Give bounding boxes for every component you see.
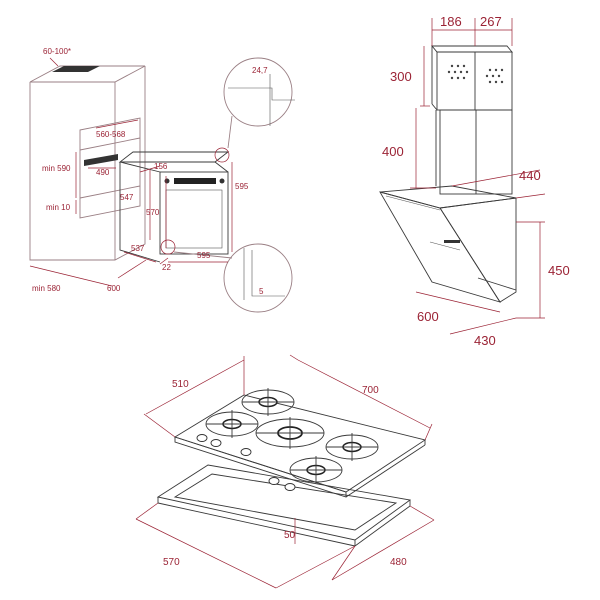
chimney-vent-pattern: [447, 64, 504, 84]
dim-min-580: min 580: [32, 284, 61, 293]
oven-control-panel: [174, 178, 216, 184]
detail-marker-bottom: [160, 239, 176, 255]
dim-22: 22: [162, 263, 171, 272]
niche-shelf: [84, 154, 118, 166]
hood-dim-450: 450: [548, 263, 570, 278]
hob-dim-50: 50: [284, 530, 296, 541]
detail-marker-top: [214, 147, 230, 163]
hob-dim-480: 480: [390, 557, 407, 568]
oven-front: [159, 171, 229, 255]
dim-min-590: min 590: [42, 164, 71, 173]
hood-side: [439, 197, 517, 303]
dim-537: 537: [131, 244, 145, 253]
oven-knob-icon: [164, 178, 170, 184]
hob-drawing: 510 700 50 570 480: [135, 354, 435, 589]
dim-595-side: 595: [235, 182, 249, 191]
hob-knob-icon: [196, 434, 208, 442]
chimney-top: [431, 45, 513, 53]
hood-control-strip: [444, 240, 460, 243]
chimney-upper: [436, 51, 513, 111]
dim-156: 156: [154, 162, 168, 171]
oven-door: [165, 189, 223, 249]
cutout-inner: [173, 473, 398, 531]
hob-dim-570: 570: [163, 557, 180, 568]
hob-burner-back-left: [241, 388, 295, 416]
hob-burner-front: [289, 456, 343, 484]
oven-installation-drawing: 60-100* 560-568 min 590 490 min 10 547 5…: [29, 47, 295, 313]
hood-dim-440: 440: [519, 168, 541, 183]
vent-slot: [52, 66, 100, 72]
cutout-outer: [156, 464, 412, 541]
detail-circle-bottom: [223, 243, 293, 313]
oven-knob-icon: [219, 178, 225, 184]
dim-595-bottom: 595: [197, 251, 211, 260]
hob-knob-icon: [284, 483, 296, 491]
oven-top: [118, 151, 230, 163]
hood-dim-430: 430: [474, 333, 496, 348]
detail-circle-top: [223, 57, 293, 127]
dim-detail-top: 24,7: [252, 66, 268, 75]
hood-dim-267: 267: [480, 14, 502, 29]
hood-dim-300: 300: [390, 69, 412, 84]
dim-min-10: min 10: [46, 203, 71, 212]
dim-600: 600: [107, 284, 121, 293]
hob-dim-510: 510: [172, 379, 189, 390]
hob-dim-700: 700: [362, 385, 379, 396]
hob-burner-right: [325, 433, 379, 461]
hood-drawing: 186 267 300 400 440 450 600 430: [379, 14, 570, 348]
hood-dim-400: 400: [382, 144, 404, 159]
oven-niche: [79, 117, 141, 219]
dim-570: 570: [146, 208, 160, 217]
hob-burner-center: [255, 417, 325, 449]
hob-burner-left: [205, 410, 259, 438]
hood-dim-186: 186: [440, 14, 462, 29]
hob-knob-icon: [268, 477, 280, 485]
hob-knob-icon: [210, 439, 222, 447]
dim-547: 547: [120, 193, 134, 202]
dim-niche-width: 560-568: [96, 130, 126, 139]
dim-vent: 60-100*: [43, 47, 71, 56]
dim-490: 490: [96, 168, 110, 177]
hob-knob-icon: [240, 448, 252, 456]
hood-dim-600: 600: [417, 309, 439, 324]
dim-detail-bottom: 5: [259, 287, 264, 296]
